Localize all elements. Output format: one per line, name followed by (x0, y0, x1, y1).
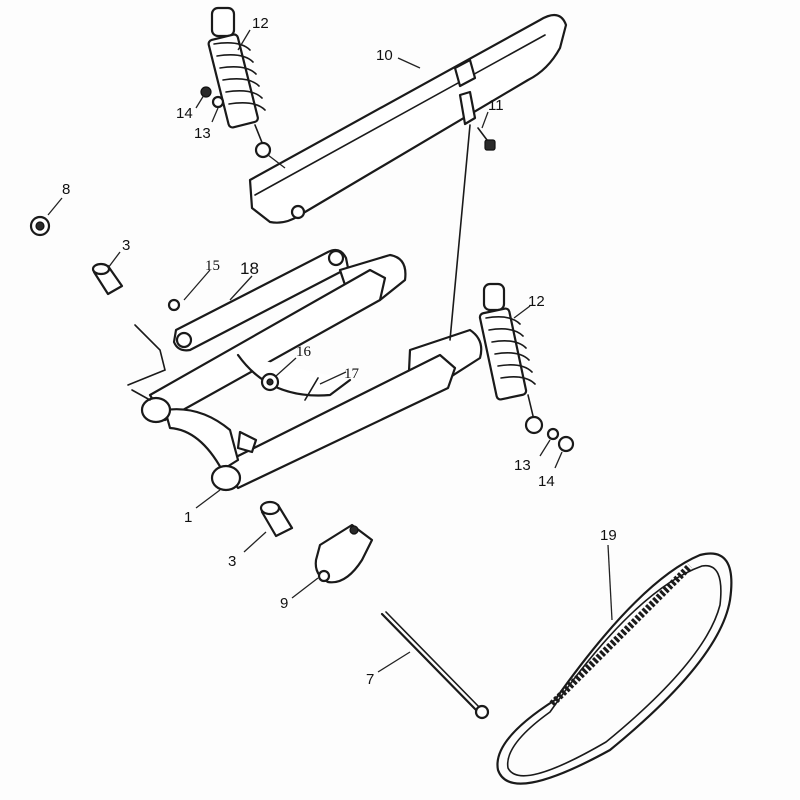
pin-part-17 (304, 377, 319, 401)
callout-14-upper: 14 (176, 105, 193, 122)
leader-lines (47, 29, 613, 673)
bush-lower (259, 500, 294, 538)
screw-part-11 (477, 127, 496, 151)
chain-guard (248, 13, 568, 224)
callout-19: 19 (600, 527, 617, 544)
callout-9: 9 (280, 595, 288, 612)
nut-part-16 (260, 372, 280, 392)
callout-3-upper: 3 (122, 237, 130, 254)
callout-1: 1 (184, 509, 192, 526)
callout-18: 18 (240, 259, 259, 278)
callout-14-lower: 14 (538, 473, 555, 490)
swing-arm (127, 253, 483, 492)
callout-8: 8 (62, 181, 70, 198)
washer-nut-lower (546, 427, 575, 453)
callout-13-upper: 13 (194, 125, 211, 142)
drive-chain (496, 552, 733, 785)
shock-absorber-lower (478, 282, 544, 435)
callout-16: 16 (296, 344, 312, 360)
callout-11: 11 (488, 97, 504, 114)
callout-12-upper: 12 (252, 15, 269, 32)
callout-12-lower: 12 (528, 293, 545, 310)
callout-10: 10 (376, 47, 393, 64)
washer-nut-upper (200, 86, 225, 109)
torque-link (167, 248, 350, 352)
callout-13-lower: 13 (514, 457, 531, 474)
shock-absorber-upper (207, 6, 286, 169)
rear-axle (380, 611, 490, 720)
callout-labels: 12 10 14 13 11 8 3 15 18 12 16 17 13 14 … (62, 15, 617, 688)
chain-adjuster (314, 523, 374, 584)
callout-17: 17 (344, 366, 360, 382)
callout-15: 15 (205, 258, 220, 274)
callout-7: 7 (366, 671, 374, 688)
callout-3-lower: 3 (228, 553, 236, 570)
nut-part-8 (29, 215, 51, 237)
bush-upper (91, 262, 124, 296)
